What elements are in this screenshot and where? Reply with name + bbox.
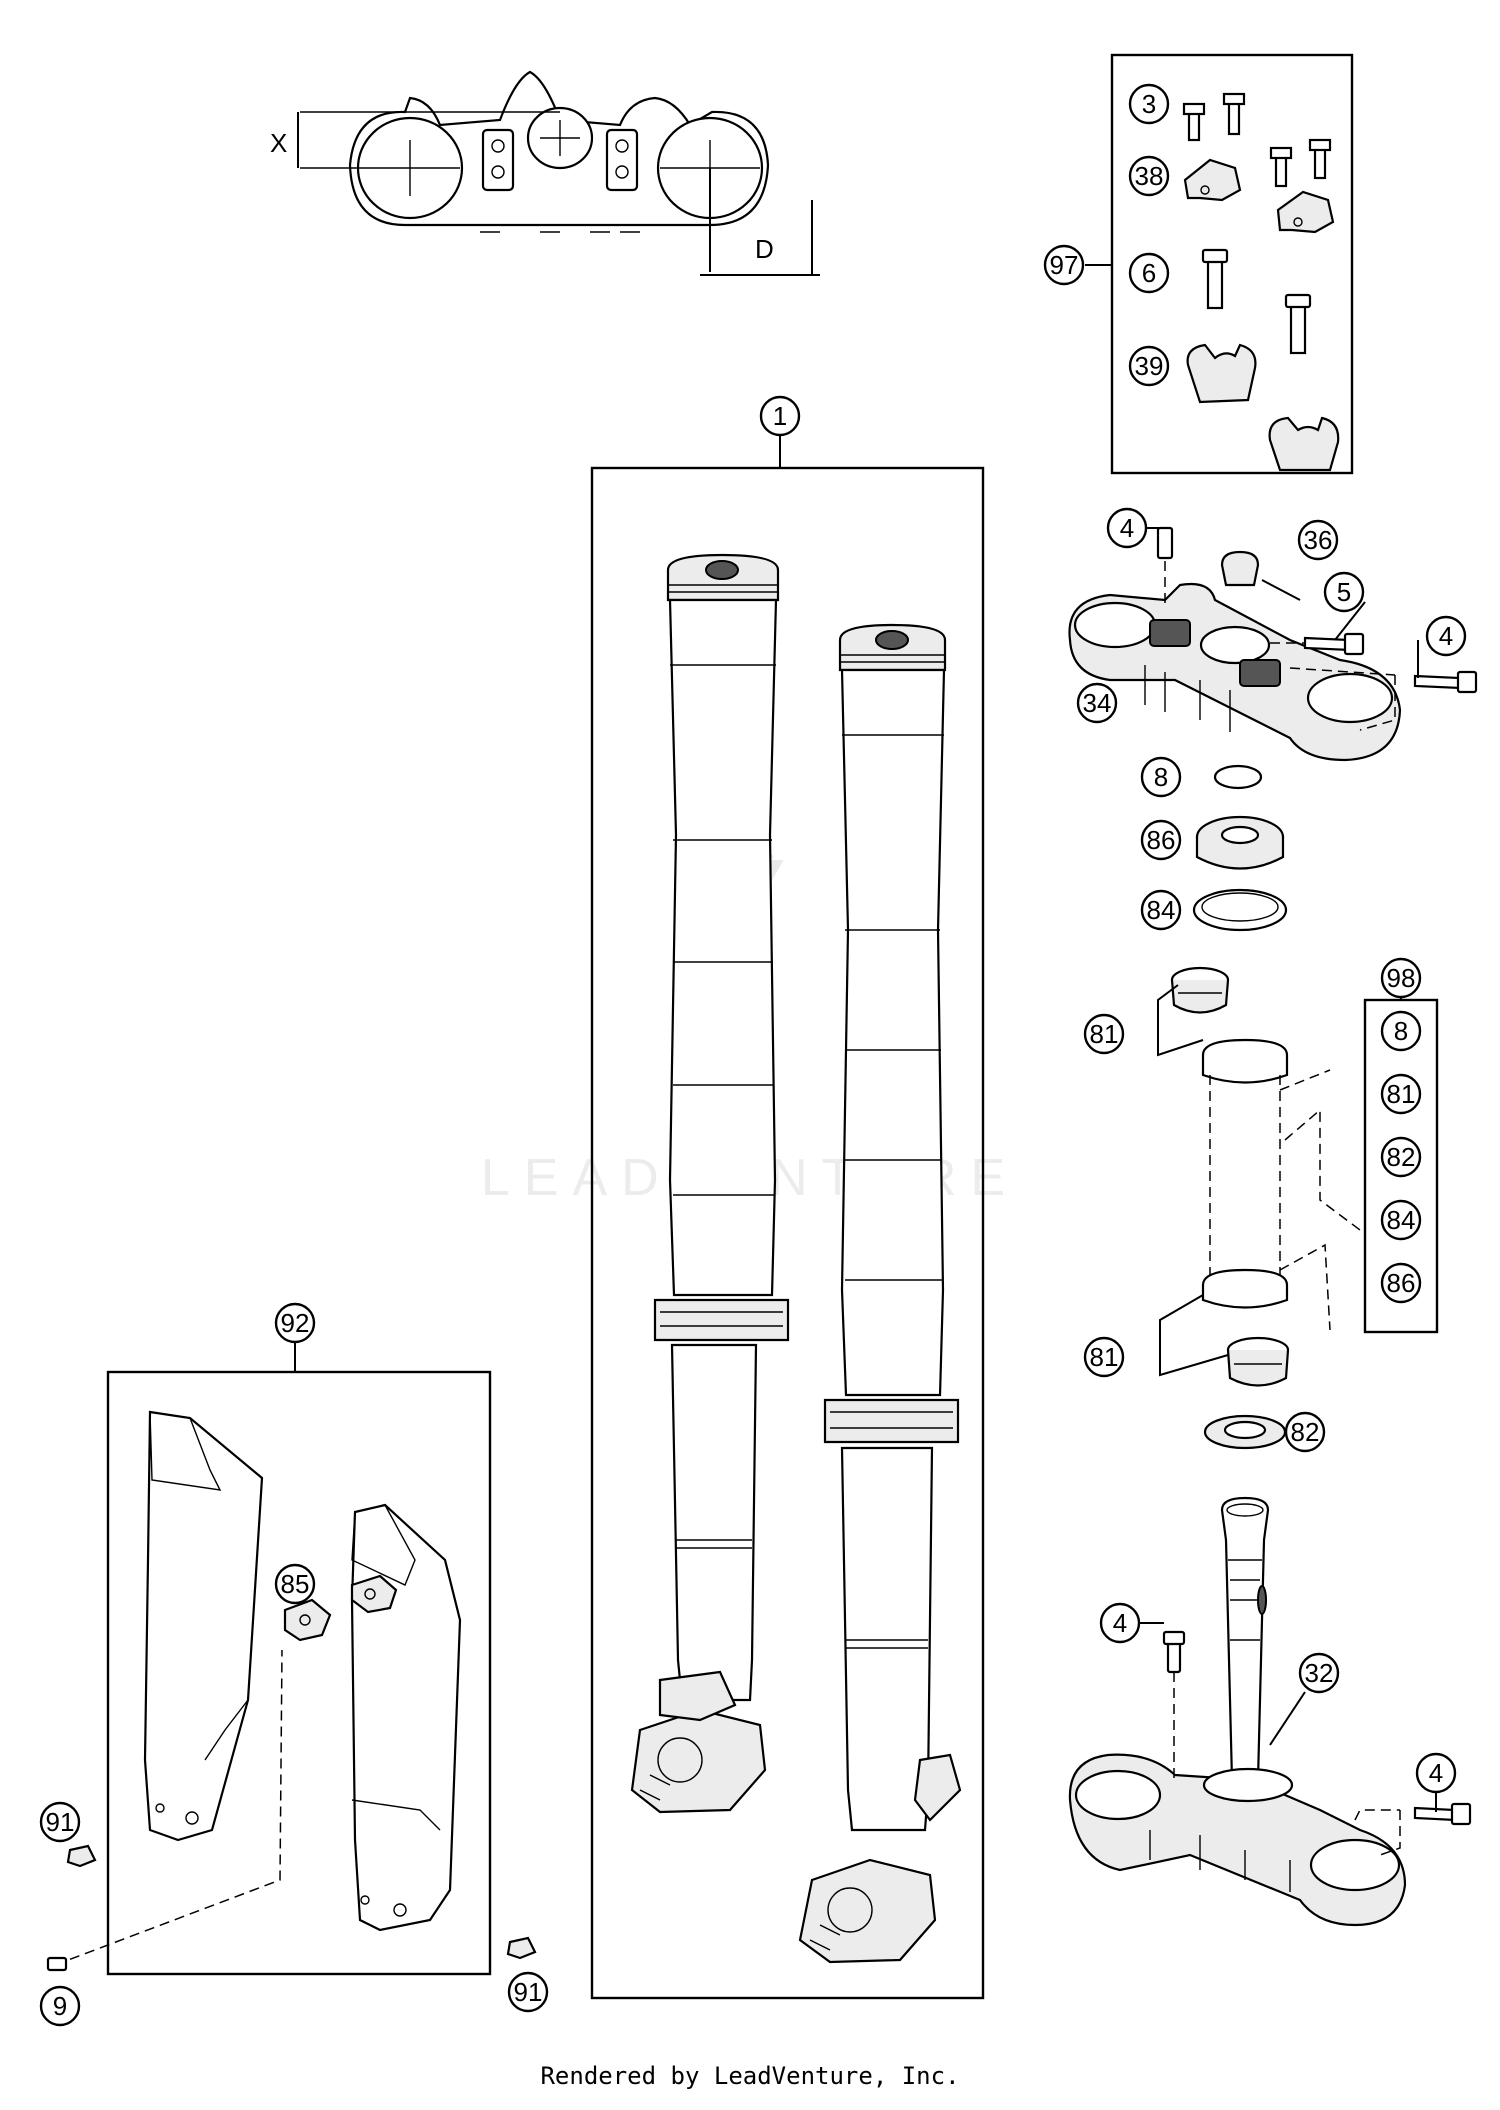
- callout-85: 85: [274, 1563, 316, 1605]
- callout-81-lower: 81: [1083, 1336, 1125, 1378]
- svg-text:4: 4: [1120, 513, 1134, 543]
- svg-text:6: 6: [1142, 258, 1156, 288]
- leader-lines: [1139, 527, 1437, 1812]
- callout-3: 3: [1128, 83, 1170, 125]
- dimension-d-label: D: [755, 234, 774, 264]
- svg-text:4: 4: [1429, 1758, 1443, 1788]
- fork-right: [798, 623, 962, 1964]
- svg-text:32: 32: [1305, 1658, 1334, 1688]
- clamp-bolt-long: [1201, 248, 1312, 355]
- upper-triple-clamp: [1068, 526, 1478, 762]
- callout-98-8: 8: [1380, 1010, 1422, 1052]
- svg-text:92: 92: [281, 1308, 310, 1338]
- lower-seal: [1203, 1414, 1287, 1450]
- svg-text:39: 39: [1135, 351, 1164, 381]
- steering-head-frame: [1201, 1038, 1361, 1331]
- callout-4-upper-right: 4: [1425, 615, 1467, 657]
- spacer-ring: [1195, 815, 1285, 870]
- triple-clamp-top-view: X D: [270, 70, 820, 276]
- svg-text:81: 81: [1387, 1079, 1416, 1109]
- bolt-91-right: [506, 1936, 537, 1960]
- fork-guard-right: [350, 1503, 462, 1932]
- screw-9: [46, 1956, 68, 1972]
- leader-81b: [1159, 1294, 1229, 1377]
- callout-4-upper-left: 4: [1106, 507, 1148, 549]
- svg-text:36: 36: [1304, 525, 1333, 555]
- bolt-small: [1182, 92, 1332, 188]
- handlebar-clamp-lower: [1186, 343, 1340, 472]
- lower-triple-clamp: [1068, 1496, 1472, 1927]
- callout-36: 36: [1297, 519, 1339, 561]
- handlebar-clamp-kit: [1085, 53, 1354, 475]
- svg-text:38: 38: [1135, 161, 1164, 191]
- svg-text:8: 8: [1394, 1016, 1408, 1046]
- callout-4-lower-right: 4: [1415, 1752, 1457, 1794]
- svg-text:81: 81: [1090, 1019, 1119, 1049]
- svg-text:8: 8: [1154, 762, 1168, 792]
- svg-text:98: 98: [1387, 963, 1416, 993]
- callout-98-86: 86: [1380, 1262, 1422, 1304]
- svg-text:86: 86: [1147, 825, 1176, 855]
- callout-92: 92: [274, 1302, 316, 1344]
- brake-line-clip: [283, 1574, 398, 1642]
- handlebar-clamp-upper: [1183, 158, 1335, 234]
- svg-text:91: 91: [514, 1977, 543, 2007]
- lower-bearing-race: [1201, 1268, 1289, 1309]
- svg-text:86: 86: [1387, 1268, 1416, 1298]
- callout-4-lower-left: 4: [1099, 1602, 1141, 1644]
- svg-text:84: 84: [1387, 1205, 1416, 1235]
- svg-text:34: 34: [1083, 688, 1112, 718]
- svg-text:3: 3: [1142, 89, 1156, 119]
- callout-9: 9: [39, 1985, 81, 2027]
- svg-text:4: 4: [1113, 1608, 1127, 1638]
- callout-84: 84: [1140, 889, 1182, 931]
- fork-guard-left: [143, 1410, 264, 1842]
- callout-5: 5: [1323, 571, 1365, 613]
- callout-32: 32: [1298, 1652, 1340, 1694]
- svg-text:84: 84: [1147, 895, 1176, 925]
- fork-guard-kit: [46, 1342, 537, 1976]
- bolt-91-left: [66, 1844, 97, 1868]
- render-credit: Rendered by LeadVenture, Inc.: [540, 2062, 960, 2090]
- callout-98-82: 82: [1380, 1136, 1422, 1178]
- svg-text:85: 85: [281, 1569, 310, 1599]
- callout-91-left: 91: [39, 1801, 81, 1843]
- callout-97: 97: [1043, 244, 1085, 286]
- callout-98-81: 81: [1380, 1073, 1422, 1115]
- callout-98: 98: [1380, 957, 1422, 999]
- dimension-x-label: X: [270, 128, 287, 158]
- callout-86: 86: [1140, 819, 1182, 861]
- svg-text:82: 82: [1387, 1142, 1416, 1172]
- callout-38: 38: [1128, 155, 1170, 197]
- o-ring: [1213, 764, 1263, 790]
- svg-text:4: 4: [1439, 621, 1453, 651]
- fork-assembly: [590, 435, 985, 2000]
- callout-39: 39: [1128, 345, 1170, 387]
- svg-text:9: 9: [53, 1991, 67, 2021]
- fork-left: [630, 553, 790, 1814]
- lower-bearing: [1226, 1336, 1290, 1387]
- callout-98-84: 84: [1380, 1199, 1422, 1241]
- callout-1: 1: [759, 395, 801, 437]
- svg-text:5: 5: [1337, 577, 1351, 607]
- callout-6: 6: [1128, 252, 1170, 294]
- svg-text:82: 82: [1291, 1417, 1320, 1447]
- upper-bearing: [1170, 966, 1230, 1014]
- callout-8: 8: [1140, 756, 1182, 798]
- dust-seal: [1192, 888, 1288, 932]
- callout-91-right: 91: [507, 1971, 549, 2013]
- svg-text:97: 97: [1050, 250, 1079, 280]
- leader-81a: [1157, 984, 1204, 1057]
- svg-text:91: 91: [46, 1807, 75, 1837]
- svg-text:81: 81: [1090, 1342, 1119, 1372]
- callout-34: 34: [1076, 682, 1118, 724]
- callout-81-upper: 81: [1083, 1013, 1125, 1055]
- callout-82: 82: [1284, 1411, 1326, 1453]
- svg-text:1: 1: [773, 401, 787, 431]
